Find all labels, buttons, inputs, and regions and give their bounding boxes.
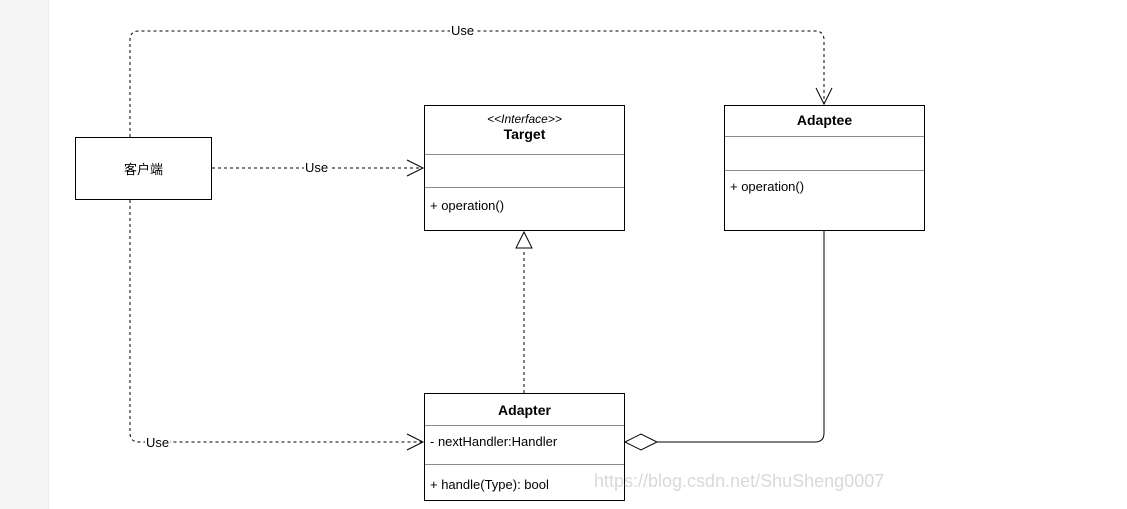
open-arrowhead-target: [406, 159, 425, 177]
adapter-methods-section: + handle(Type): bool: [425, 464, 624, 500]
adapter-class: Adapter - nextHandler:Handler + handle(T…: [424, 393, 625, 501]
target-attributes-section: [425, 154, 624, 187]
adapter-attributes-section: - nextHandler:Handler: [425, 425, 624, 464]
adaptee-method: + operation(): [730, 179, 805, 194]
adapter-attribute: - nextHandler:Handler: [430, 434, 558, 449]
client-name: 客户端: [123, 162, 163, 177]
edge-aggregation: [657, 231, 825, 443]
target-class: <<Interface>> Target + operation(): [424, 105, 625, 231]
adaptee-header: Adaptee: [725, 106, 924, 136]
target-name: Target: [503, 126, 546, 142]
target-method: + operation(): [430, 198, 505, 213]
adaptee-class: Adaptee + operation(): [724, 105, 925, 231]
watermark: https://blog.csdn.net/ShuSheng0007: [594, 471, 885, 491]
realization-triangle: [515, 230, 533, 249]
aggregation-diamond: [623, 433, 659, 451]
adapter-name: Adapter: [498, 402, 551, 418]
open-arrowhead-adaptee: [815, 87, 833, 106]
target-stereotype: <<Interface>>: [487, 112, 562, 126]
client-box: 客户端: [75, 137, 212, 200]
edge-label-use-top: Use: [450, 23, 476, 38]
adaptee-attributes-section: [725, 136, 924, 170]
diagram-connectors: [129, 30, 833, 451]
diagram-canvas: Use Use Use 客户端 <<Interface>> Target + o…: [48, 0, 1127, 509]
page-left-gutter: [0, 0, 49, 509]
adapter-header: Adapter: [425, 394, 624, 425]
target-header: <<Interface>> Target: [425, 106, 624, 154]
adaptee-methods-section: + operation(): [725, 170, 924, 230]
adaptee-name: Adaptee: [796, 112, 853, 128]
edge-client-adapter: [129, 200, 423, 443]
edge-label-use-middle: Use: [304, 160, 330, 175]
target-methods-section: + operation(): [425, 187, 624, 230]
open-arrowhead-adapter: [406, 433, 425, 451]
adapter-method: + handle(Type): bool: [430, 477, 549, 492]
edge-client-adaptee: [129, 30, 825, 137]
edge-label-use-bottom: Use: [145, 435, 171, 450]
